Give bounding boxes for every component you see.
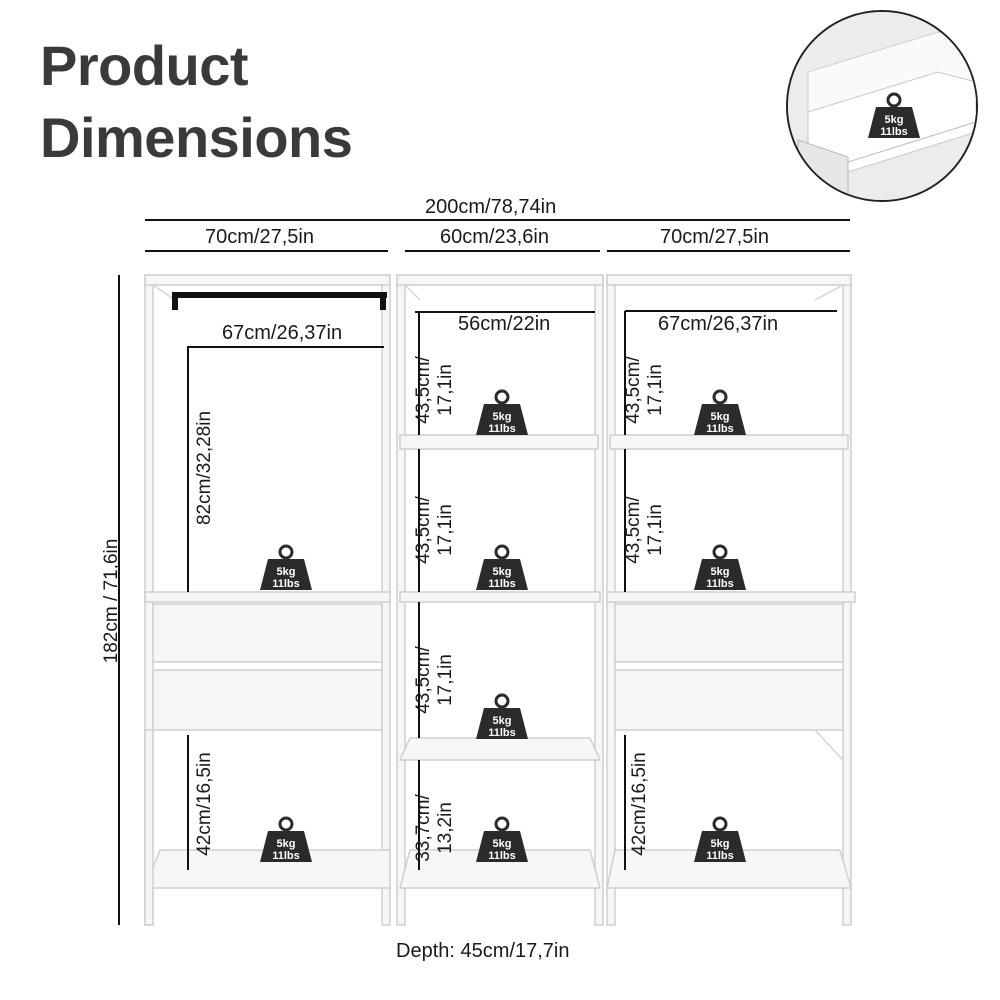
- load-badge-icon: 5kg 11lbs: [684, 389, 756, 437]
- right-inner-width-label: 67cm/26,37in: [658, 313, 779, 335]
- load-badge-kg: 5kg: [492, 566, 512, 578]
- page-title: Product Dimensions: [40, 30, 353, 174]
- right-top-height-label: 43,5cm/ 17,1in: [623, 356, 666, 424]
- total-width-line: [145, 219, 850, 221]
- mid-top-height-line: [418, 311, 420, 435]
- load-badge-lbs: 11lbs: [706, 423, 734, 435]
- load-badge-lbs: 11lbs: [706, 578, 734, 590]
- drawer-closeup-inset: 5kg 11lbs: [786, 10, 978, 202]
- middle-inner-width-line: [415, 311, 595, 313]
- mid-second-height-label: 43,5cm/ 17,1in: [413, 496, 456, 564]
- load-badge-kg: 5kg: [710, 566, 730, 578]
- load-badge-kg: 5kg: [492, 411, 512, 423]
- right-second-height-line: [624, 449, 626, 592]
- left-width-label: 70cm/27,5in: [205, 226, 314, 248]
- title-line-2: Dimensions: [40, 106, 353, 169]
- load-badge-kg: 5kg: [710, 838, 730, 850]
- right-inner-width-line: [625, 310, 837, 312]
- load-badge-icon: 5kg 11lbs: [466, 693, 538, 741]
- mid-second-height-line: [418, 449, 420, 592]
- load-badge-lbs: 11lbs: [272, 850, 300, 862]
- middle-width-label: 60cm/23,6in: [440, 226, 549, 248]
- load-badge-icon: 5kg 11lbs: [466, 816, 538, 864]
- load-badge-icon: 5kg 11lbs: [684, 816, 756, 864]
- load-badge-lbs: 11lbs: [706, 850, 734, 862]
- right-width-label: 70cm/27,5in: [660, 226, 769, 248]
- title-line-1: Product: [40, 34, 249, 97]
- mid-bottom-height-label: 33,7cm/ 13,2in: [413, 794, 456, 862]
- load-badge-lbs: 11lbs: [488, 727, 516, 739]
- load-badge-kg: 5kg: [884, 114, 904, 126]
- mid-third-height-label: 43,5cm/ 17,1in: [413, 646, 456, 714]
- hanging-height-line: [187, 346, 189, 592]
- right-bottom-height-label: 42cm/16,5in: [629, 752, 650, 856]
- mid-bottom-height-line: [418, 760, 420, 870]
- total-width-label: 200cm/78,74in: [425, 196, 557, 218]
- load-badge-icon: 5kg 11lbs: [466, 389, 538, 437]
- hanging-rail: [172, 292, 387, 298]
- load-badge-kg: 5kg: [492, 838, 512, 850]
- left-bottom-height-line: [187, 735, 189, 870]
- left-bottom-height-label: 42cm/16,5in: [194, 752, 215, 856]
- middle-inner-width-label: 56cm/22in: [458, 313, 551, 335]
- left-rail-width-label: 67cm/26,37in: [222, 322, 343, 344]
- load-badge-kg: 5kg: [492, 715, 512, 727]
- hanging-height-label: 82cm/32,28in: [194, 410, 215, 526]
- left-rail-width-line: [188, 346, 384, 348]
- load-badge-lbs: 11lbs: [488, 578, 516, 590]
- load-badge-kg: 5kg: [710, 411, 730, 423]
- load-badge-icon: 5kg 11lbs: [684, 544, 756, 592]
- right-width-line: [607, 250, 850, 252]
- middle-width-line: [405, 250, 600, 252]
- drawer-closeup-illustration: [788, 12, 976, 200]
- right-top-height-line: [624, 311, 626, 435]
- load-badge-lbs: 11lbs: [488, 850, 516, 862]
- left-width-line: [145, 250, 388, 252]
- load-badge-kg: 5kg: [276, 566, 296, 578]
- load-badge-icon: 5kg 11lbs: [250, 816, 322, 864]
- load-badge-icon: 5kg 11lbs: [858, 92, 930, 140]
- load-badge-lbs: 11lbs: [488, 423, 516, 435]
- load-badge-lbs: 11lbs: [272, 578, 300, 590]
- load-badge-lbs: 11lbs: [880, 126, 908, 138]
- load-badge-icon: 5kg 11lbs: [250, 544, 322, 592]
- mid-top-height-label: 43,5cm/ 17,1in: [413, 356, 456, 424]
- mid-third-height-line: [418, 602, 420, 738]
- total-height-line: [118, 275, 120, 925]
- right-bottom-height-line: [624, 735, 626, 870]
- right-second-height-label: 43,5cm/ 17,1in: [623, 496, 666, 564]
- load-badge-kg: 5kg: [276, 838, 296, 850]
- depth-label: Depth: 45cm/17,7in: [396, 940, 570, 962]
- load-badge-icon: 5kg 11lbs: [466, 544, 538, 592]
